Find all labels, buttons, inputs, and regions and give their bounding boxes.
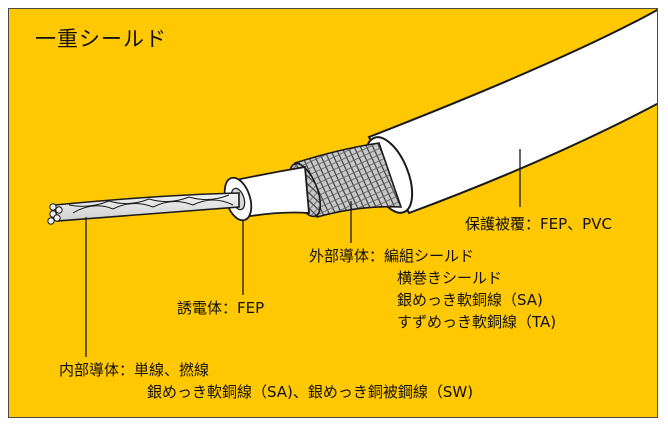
dielectric-label-name: 誘電体 bbox=[177, 299, 223, 317]
inner-conductor bbox=[47, 192, 240, 225]
diagram-frame: 一重シールド 保護被覆：FEP、PVC 外部導体：編組シールド 横巻きシールド … bbox=[8, 8, 658, 418]
shield-line-2: 横巻きシールド bbox=[397, 269, 503, 287]
jacket-label-name: 保護被覆 bbox=[465, 215, 526, 233]
inner-label: 内部導体：単線、撚線 bbox=[59, 361, 210, 379]
braided-shield bbox=[293, 142, 403, 218]
outer-jacket bbox=[367, 9, 657, 215]
jacket-label-value: FEP、PVC bbox=[540, 215, 612, 233]
shield-label: 外部導体：編組シールド bbox=[309, 247, 475, 265]
inner-label-name: 内部導体 bbox=[59, 361, 120, 379]
shield-line-1: 編組シールド bbox=[384, 247, 475, 265]
shield-line-4: すずめっき軟銅線（TA) bbox=[397, 313, 557, 331]
shield-line-3: 銀めっき軟銅線（SA) bbox=[397, 291, 543, 309]
dielectric-label-value: FEP bbox=[237, 299, 265, 317]
shield-label-name: 外部導体 bbox=[309, 247, 370, 265]
jacket-label: 保護被覆：FEP、PVC bbox=[465, 215, 612, 233]
inner-line-1: 単線、撚線 bbox=[134, 361, 210, 379]
inner-line-2: 銀めっき軟銅線（SA)、銀めっき銅被鋼線（SW) bbox=[147, 383, 474, 401]
dielectric-label: 誘電体：FEP bbox=[177, 299, 265, 317]
coax-cable-illustration bbox=[47, 9, 657, 357]
page-title: 一重シールド bbox=[35, 27, 167, 51]
